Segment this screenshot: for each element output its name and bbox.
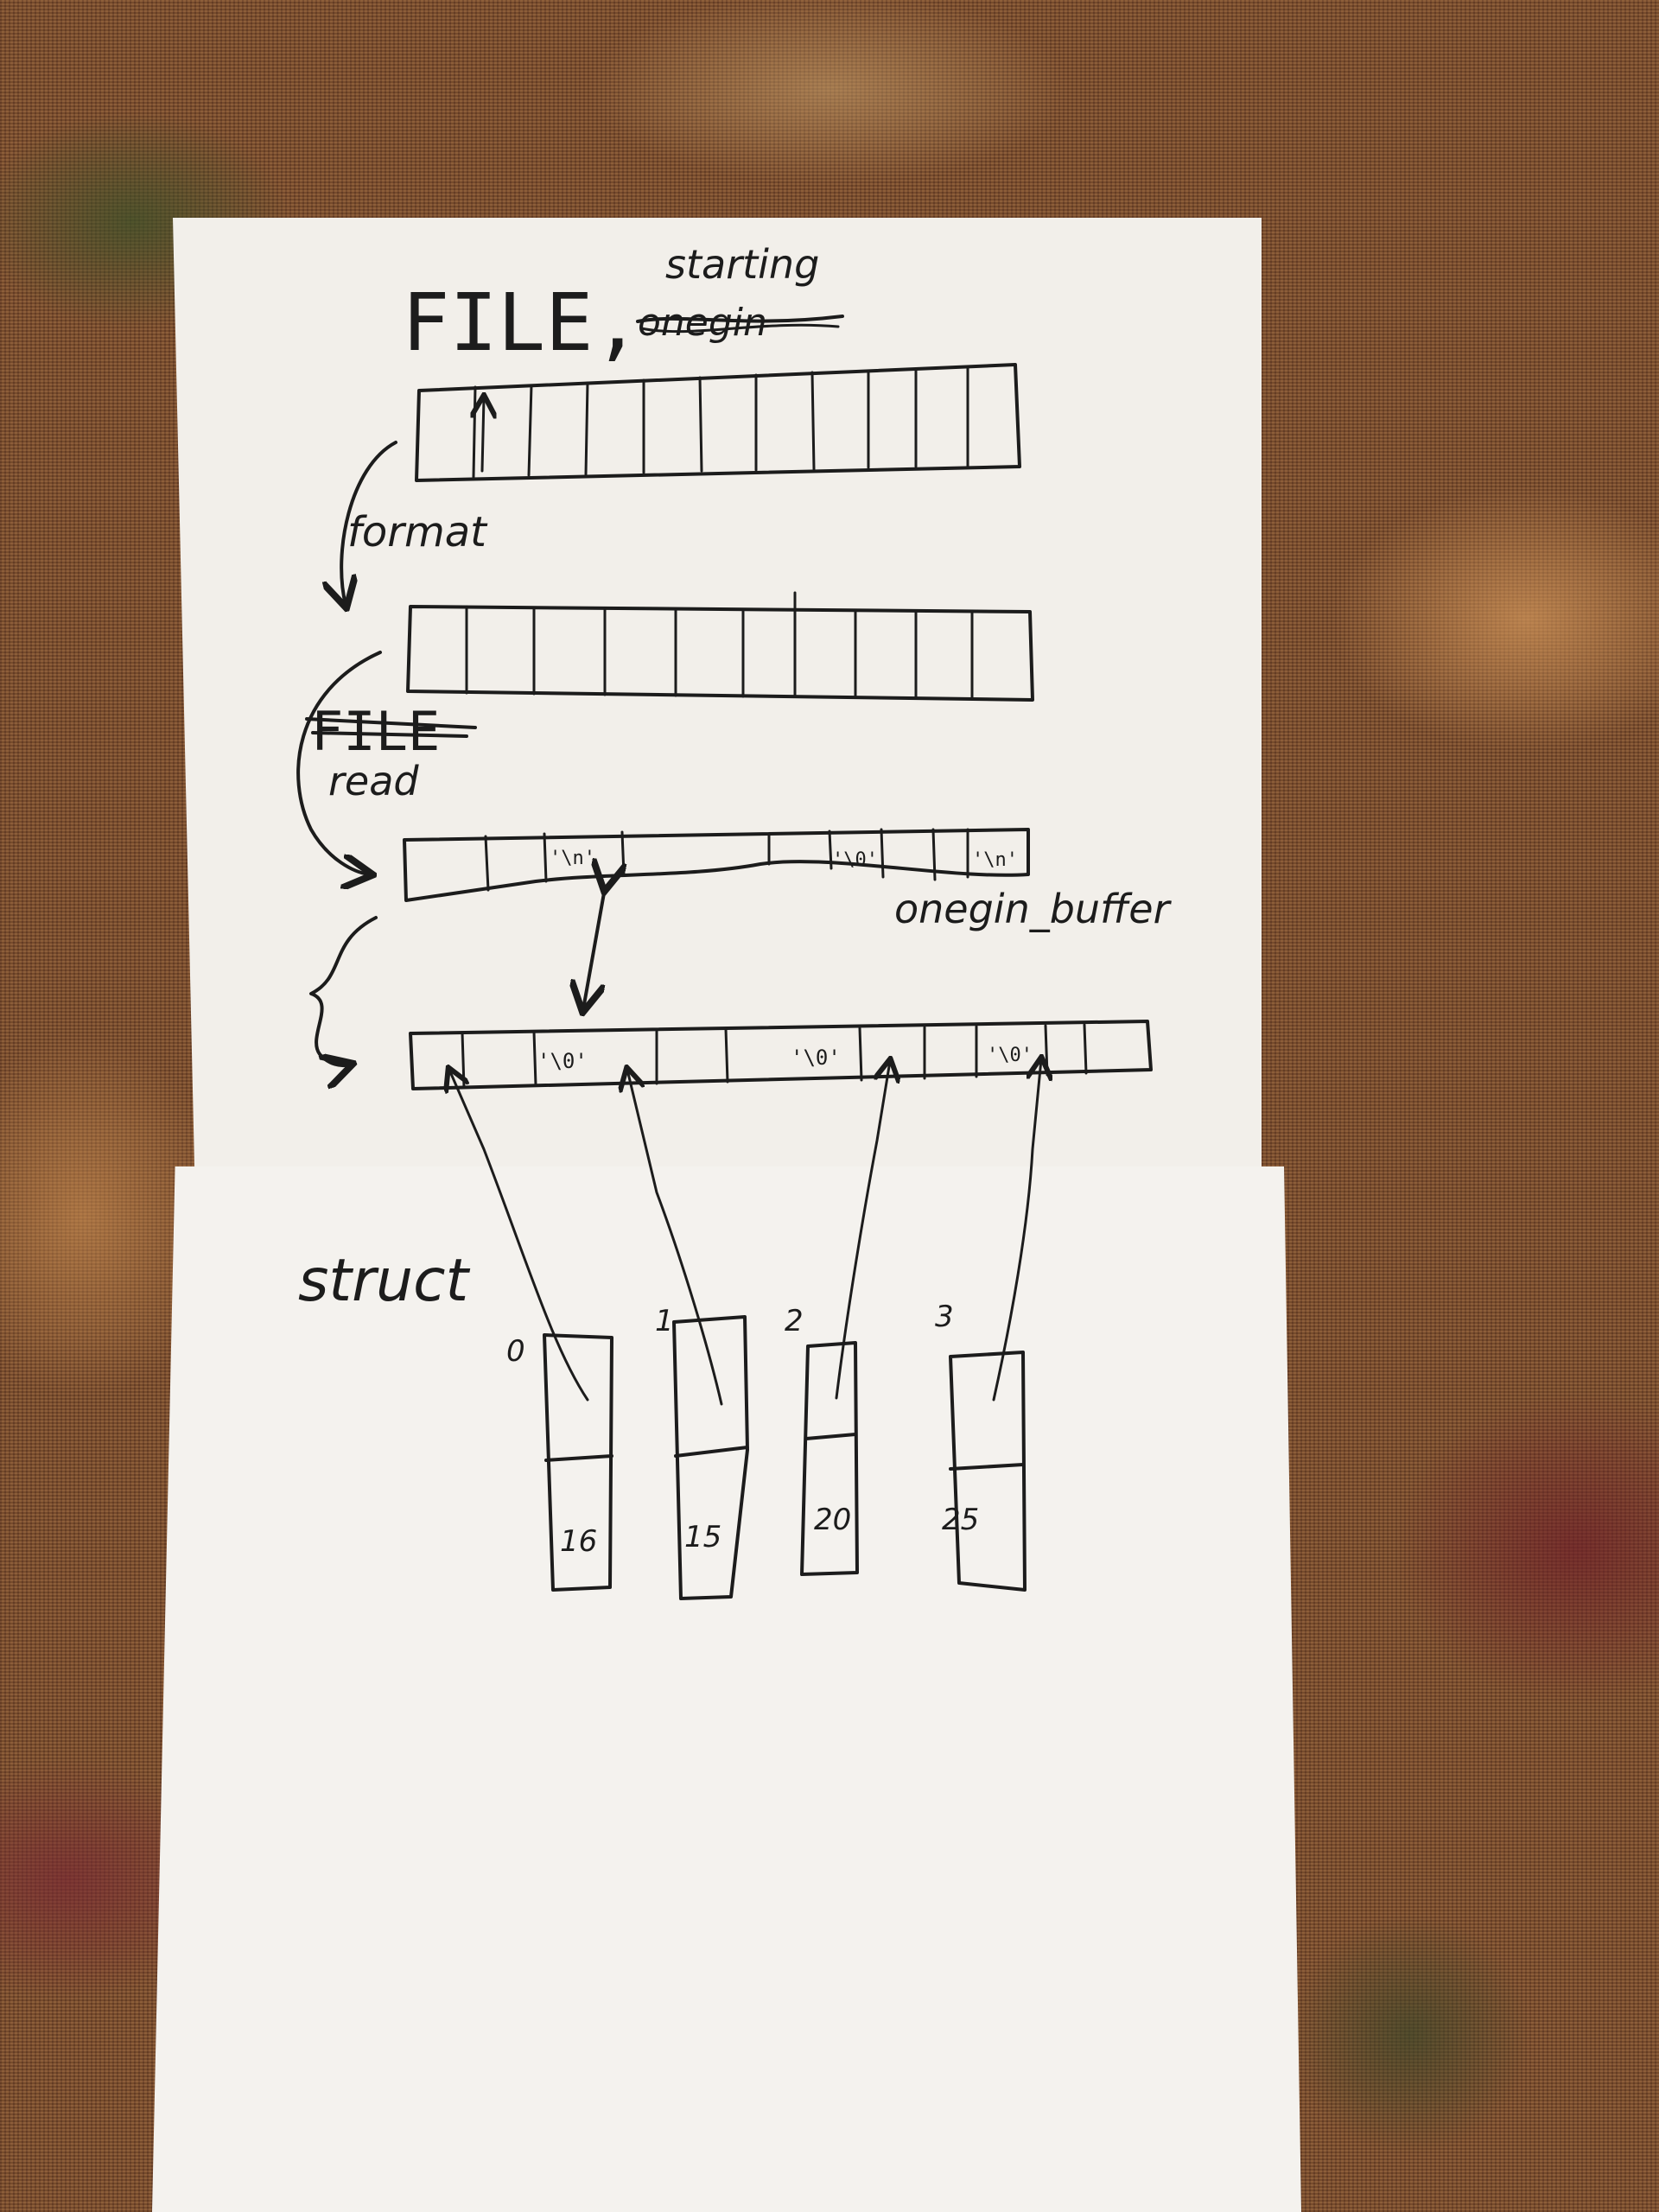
brace-step-arrow (309, 916, 378, 1065)
file-array (415, 363, 1021, 482)
struct-index-2: 2 (785, 1304, 804, 1338)
struct-length-2: 20 (814, 1503, 851, 1537)
struct-length-3: 25 (942, 1503, 979, 1537)
struck-file-label: FILE (311, 700, 440, 763)
pointer-line-3 (992, 1059, 1041, 1402)
struct-entry-0: 0 16 (506, 1333, 613, 1592)
struct-entry-1: 1 15 (655, 1304, 749, 1600)
struct-index-0: 0 (506, 1334, 525, 1369)
struct-length-0: 16 (560, 1524, 597, 1559)
buffer-cell-newline-1: '\n' (550, 848, 595, 869)
file-start-pointer-arrow (482, 397, 484, 473)
array-cell-null-3: '\0' (987, 1045, 1033, 1066)
buffer-cell-newline-2: '\n' (972, 849, 1018, 871)
bottom-paper-sheet (152, 1166, 1301, 2212)
struct-label: struct (298, 1247, 471, 1315)
onegin-buffer-label: onegin_buffer (894, 886, 1173, 932)
struct-entry-2: 2 20 (785, 1304, 859, 1576)
title-strike-scribble (636, 315, 844, 323)
struct-index-3: 3 (935, 1300, 954, 1334)
title-strike-scribble-2 (639, 323, 840, 334)
read-step-label: read (328, 758, 419, 804)
pointer-line-2 (835, 1061, 890, 1400)
title-struck-word: onegin (638, 301, 767, 345)
struct-pointer-lines (449, 1059, 1041, 1406)
null-terminated-array: '\0' '\0' '\0' (409, 1020, 1153, 1090)
pointer-line-0 (449, 1070, 589, 1402)
format-step-label: format (347, 508, 488, 556)
struct-index-1: 1 (655, 1304, 674, 1338)
array-cell-null-1: '\0' (537, 1049, 588, 1073)
formatted-array (406, 591, 1034, 702)
title-file-label: FILE, (402, 276, 641, 369)
buffer-transform-double-arrow (583, 888, 605, 1009)
struct-length-1: 15 (684, 1520, 721, 1554)
pointer-line-1 (627, 1070, 723, 1406)
format-step-arrow (341, 441, 397, 605)
read-step-arrow (296, 651, 382, 874)
array-cell-null-2: '\0' (791, 1046, 841, 1070)
file-strike-lines (305, 717, 477, 738)
buffer-cell-null: '\0' (832, 849, 878, 871)
title-insert-word: starting (665, 241, 819, 288)
struct-entry-3: 3 25 (935, 1300, 1027, 1592)
